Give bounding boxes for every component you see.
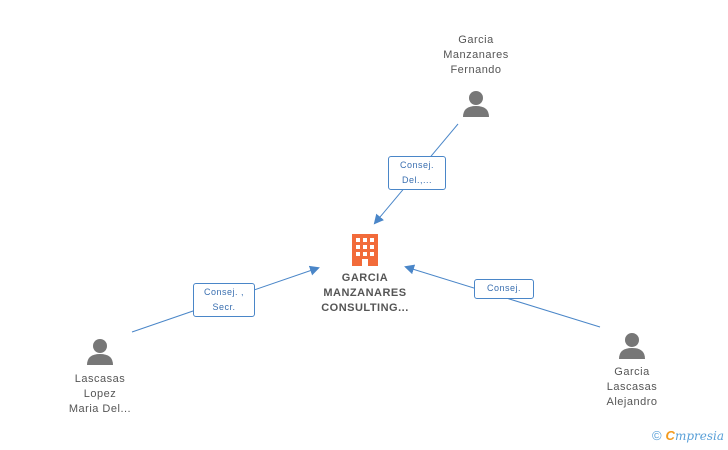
edge-label-left-line2: Secr. (212, 302, 236, 312)
person-bottom-right-line1: Garcia (614, 366, 650, 378)
person-top-line1: Garcia (458, 34, 494, 46)
empresia-watermark: © Cmpresia (652, 428, 724, 443)
person-name-top[interactable]: Garcia Manzanares Fernando (416, 33, 536, 78)
person-name-bottom-right[interactable]: Garcia Lascasas Alejandro (572, 365, 692, 410)
copyright-icon: © (651, 428, 662, 443)
person-bottom-left-line2: Lopez (83, 388, 117, 400)
person-top-line2: Manzanares (443, 49, 509, 61)
edge-label-top[interactable]: Consej. Del.,... (388, 156, 446, 190)
person-bottom-left-line1: Lascasas (74, 373, 126, 385)
building-icon[interactable] (352, 234, 378, 266)
person-bottom-left-line3: Maria Del... (68, 403, 132, 415)
person-icon-bottom-left[interactable] (87, 339, 113, 365)
person-icon-bottom-right[interactable] (619, 333, 645, 359)
edge-label-right[interactable]: Consej. (474, 279, 534, 299)
person-top-line3: Fernando (450, 64, 502, 76)
company-name[interactable]: GARCIA MANZANARES CONSULTING... (300, 271, 430, 316)
edge-label-left-line1: Consej. , (203, 287, 245, 297)
edge-label-top-line2: Del.,... (401, 175, 432, 185)
company-name-line1: GARCIA (341, 272, 389, 284)
person-bottom-right-line3: Alejandro (606, 396, 658, 408)
company-name-line3: CONSULTING... (321, 302, 409, 314)
person-icon-top[interactable] (463, 91, 489, 117)
edge-label-right-line1: Consej. (486, 283, 521, 293)
edge-label-left[interactable]: Consej. , Secr. (193, 283, 255, 317)
person-bottom-right-line2: Lascasas (606, 381, 658, 393)
empresia-logo: Cmpresia (665, 428, 724, 443)
person-name-bottom-left[interactable]: Lascasas Lopez Maria Del... (40, 372, 160, 417)
edge-label-top-line1: Consej. (399, 160, 434, 170)
company-name-line2: MANZANARES (323, 287, 407, 299)
